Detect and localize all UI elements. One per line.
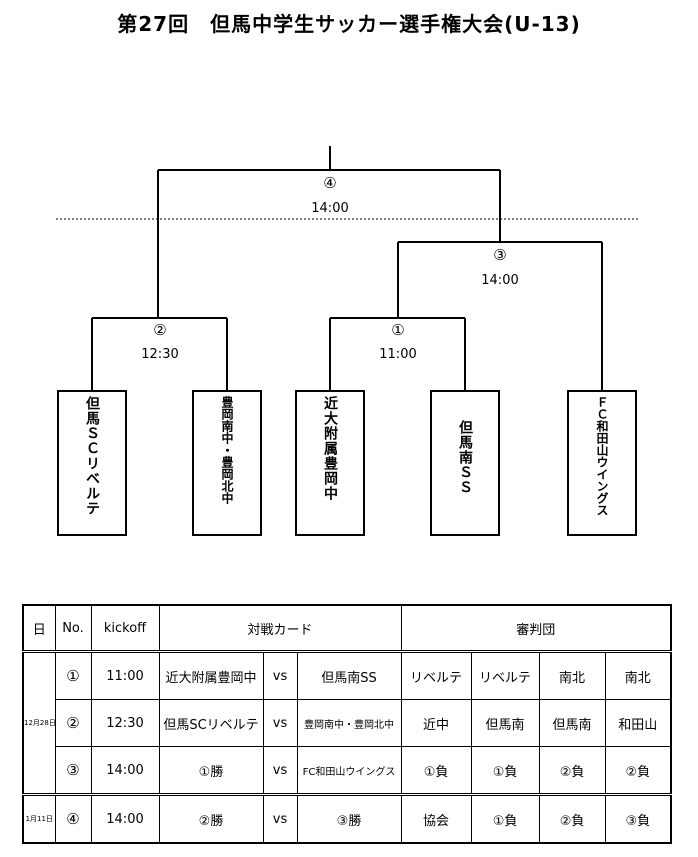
match-2-label: ② bbox=[153, 321, 167, 339]
match-3-label: ③ bbox=[493, 246, 507, 264]
vs-label: vs bbox=[262, 746, 298, 795]
match-1-time: 11:00 bbox=[379, 347, 417, 362]
team-box-toyooka-minami-kita: 豊岡南中・豊岡北中 bbox=[192, 390, 262, 536]
home-team: ②勝 bbox=[158, 793, 264, 844]
vs-label: vs bbox=[262, 699, 298, 747]
match-1-label: ① bbox=[391, 321, 405, 339]
table-row: ③ 14:00 ①勝 vs FC和田山ウイングス ①負 ①負 ②負 ②負 bbox=[23, 746, 672, 795]
referee: ②負 bbox=[538, 793, 606, 844]
home-team: 近大附属豊岡中 bbox=[158, 650, 264, 700]
away-team: 但馬南SS bbox=[296, 650, 402, 700]
referee: 南北 bbox=[604, 650, 672, 700]
team-name: 近大附属豊岡中 bbox=[322, 396, 338, 501]
referee: 近中 bbox=[400, 699, 472, 747]
schedule-table: 日 No. kickoff 対戦カード 審判団 12月28日 ① 11:00 近… bbox=[22, 604, 673, 844]
table-row: 1月11日 ④ 14:00 ②勝 vs ③勝 協会 ①負 ②負 ③負 bbox=[22, 793, 672, 844]
referee: 但馬南 bbox=[538, 699, 606, 747]
vs-label: vs bbox=[262, 793, 298, 844]
referee: ①負 bbox=[470, 746, 540, 795]
referee: ②負 bbox=[604, 746, 672, 795]
table-header-row: 日 No. kickoff 対戦カード 審判団 bbox=[22, 604, 672, 652]
referee: ①負 bbox=[400, 746, 472, 795]
referee: 和田山 bbox=[604, 699, 672, 747]
header-no: No. bbox=[54, 604, 92, 652]
table-row: ② 12:30 但馬SCリベルテ vs 豊岡南中・豊岡北中 近中 但馬南 但馬南… bbox=[23, 699, 672, 747]
home-team: 但馬SCリベルテ bbox=[158, 699, 264, 747]
team-box-tajima-minami: 但馬南ＳＳ bbox=[430, 390, 500, 536]
referee: 協会 bbox=[400, 793, 472, 844]
page-title: 第27回 但馬中学生サッカー選手権大会(U-13) bbox=[117, 12, 581, 36]
away-team: 豊岡南中・豊岡北中 bbox=[296, 699, 402, 747]
referee: ③負 bbox=[604, 793, 672, 844]
away-team: ③勝 bbox=[296, 793, 402, 844]
date-cell: 1月11日 bbox=[22, 793, 56, 844]
header-kickoff: kickoff bbox=[90, 604, 160, 652]
kickoff-time: 11:00 bbox=[90, 650, 160, 700]
team-box-kindai-toyooka: 近大附属豊岡中 bbox=[295, 390, 365, 536]
home-team: ①勝 bbox=[158, 746, 264, 795]
date-cell: 12月28日 bbox=[22, 650, 56, 795]
referee: 南北 bbox=[538, 650, 606, 700]
header-card: 対戦カード bbox=[158, 604, 402, 652]
away-team: FC和田山ウイングス bbox=[296, 746, 402, 795]
match-4-time: 14:00 bbox=[311, 201, 349, 216]
header-referee: 審判団 bbox=[400, 604, 672, 652]
match-3-time: 14:00 bbox=[481, 273, 519, 288]
header-day: 日 bbox=[22, 604, 56, 652]
match-no: ② bbox=[54, 699, 92, 747]
match-4-label: ④ bbox=[323, 174, 337, 192]
kickoff-time: 14:00 bbox=[90, 746, 160, 795]
referee: ②負 bbox=[538, 746, 606, 795]
team-name: 豊岡南中・豊岡北中 bbox=[220, 396, 234, 504]
match-2-time: 12:30 bbox=[141, 347, 179, 362]
kickoff-time: 12:30 bbox=[90, 699, 160, 747]
referee: 但馬南 bbox=[470, 699, 540, 747]
match-no: ① bbox=[54, 650, 92, 700]
referee: ①負 bbox=[470, 793, 540, 844]
referee: リベルテ bbox=[400, 650, 472, 700]
table-row: 12月28日 ① 11:00 近大附属豊岡中 vs 但馬南SS リベルテ リベル… bbox=[22, 650, 672, 795]
team-name: ＦＣ和田山ウイングス bbox=[595, 396, 609, 516]
vs-label: vs bbox=[262, 650, 298, 700]
team-box-tajima-sc: 但馬ＳＣリベルテ bbox=[57, 390, 127, 536]
tournament-bracket bbox=[56, 146, 638, 390]
team-name: 但馬ＳＣリベルテ bbox=[84, 396, 100, 516]
team-box-fc-wadayama: ＦＣ和田山ウイングス bbox=[567, 390, 637, 536]
kickoff-time: 14:00 bbox=[90, 793, 160, 844]
match-no: ③ bbox=[54, 746, 92, 795]
match-no: ④ bbox=[54, 793, 92, 844]
referee: リベルテ bbox=[470, 650, 540, 700]
team-name: 但馬南ＳＳ bbox=[457, 420, 473, 495]
